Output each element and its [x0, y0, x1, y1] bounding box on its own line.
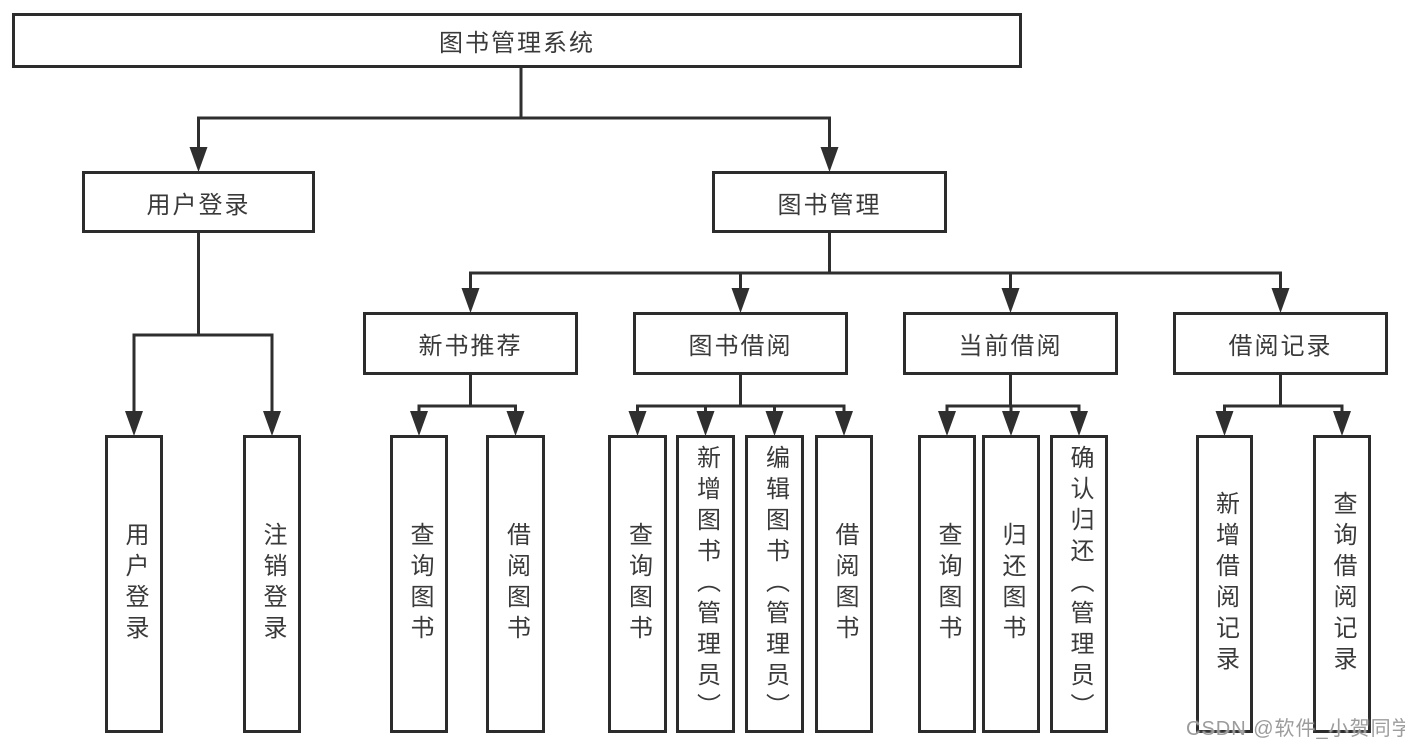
- node-confirm-return-admin: 确认归还（管理员）: [1050, 435, 1108, 733]
- node-add-books-admin: 新增图书（管理员）: [676, 435, 735, 733]
- node-borrow-books-new: 借阅图书: [486, 435, 545, 733]
- node-new-book-rec: 新书推荐: [363, 312, 578, 375]
- node-label: 用户登录: [121, 522, 148, 646]
- node-book-mgmt: 图书管理: [712, 171, 947, 233]
- node-label: 借阅图书: [831, 522, 858, 646]
- node-label: 归还图书: [998, 522, 1025, 646]
- node-label: 查询借阅记录: [1329, 491, 1356, 677]
- node-current-borrow: 当前借阅: [903, 312, 1118, 375]
- node-label: 借阅图书: [502, 522, 530, 646]
- node-add-borrow-record: 新增借阅记录: [1196, 435, 1253, 733]
- node-label: 查询图书: [624, 522, 652, 646]
- node-logout-leaf: 注销登录: [243, 435, 301, 733]
- node-user-login-leaf: 用户登录: [105, 435, 163, 733]
- node-user-login: 用户登录: [82, 171, 315, 233]
- node-label: 新增借阅记录: [1211, 491, 1239, 677]
- node-edit-books-admin: 编辑图书（管理员）: [745, 435, 804, 733]
- node-book-borrow: 图书借阅: [633, 312, 848, 375]
- node-label: 确认归还（管理员）: [1066, 444, 1093, 724]
- node-label: 当前借阅: [958, 333, 1063, 360]
- node-label: 用户登录: [146, 191, 251, 219]
- node-label: 注销登录: [259, 522, 286, 646]
- node-label: 借阅记录: [1228, 333, 1333, 360]
- node-borrow-books-borrow: 借阅图书: [815, 435, 873, 733]
- node-label: 查询图书: [406, 522, 433, 646]
- node-root: 图书管理系统: [12, 13, 1022, 68]
- node-query-books-new: 查询图书: [390, 435, 448, 733]
- node-label: 图书管理系统: [439, 30, 595, 57]
- node-label: 编辑图书（管理员）: [761, 444, 789, 724]
- node-query-borrow-record: 查询借阅记录: [1313, 435, 1371, 733]
- watermark: CSDN @软件_小贺同学: [1186, 718, 1405, 740]
- node-return-books: 归还图书: [982, 435, 1040, 733]
- node-label: 查询图书: [934, 522, 961, 646]
- node-query-books-current: 查询图书: [918, 435, 976, 733]
- node-borrow-records: 借阅记录: [1173, 312, 1388, 375]
- node-label: 新书推荐: [418, 333, 523, 360]
- node-label: 新增图书（管理员）: [692, 444, 720, 724]
- node-label: 图书管理: [777, 191, 882, 219]
- node-query-books-borrow: 查询图书: [608, 435, 667, 733]
- node-label: 图书借阅: [688, 333, 793, 360]
